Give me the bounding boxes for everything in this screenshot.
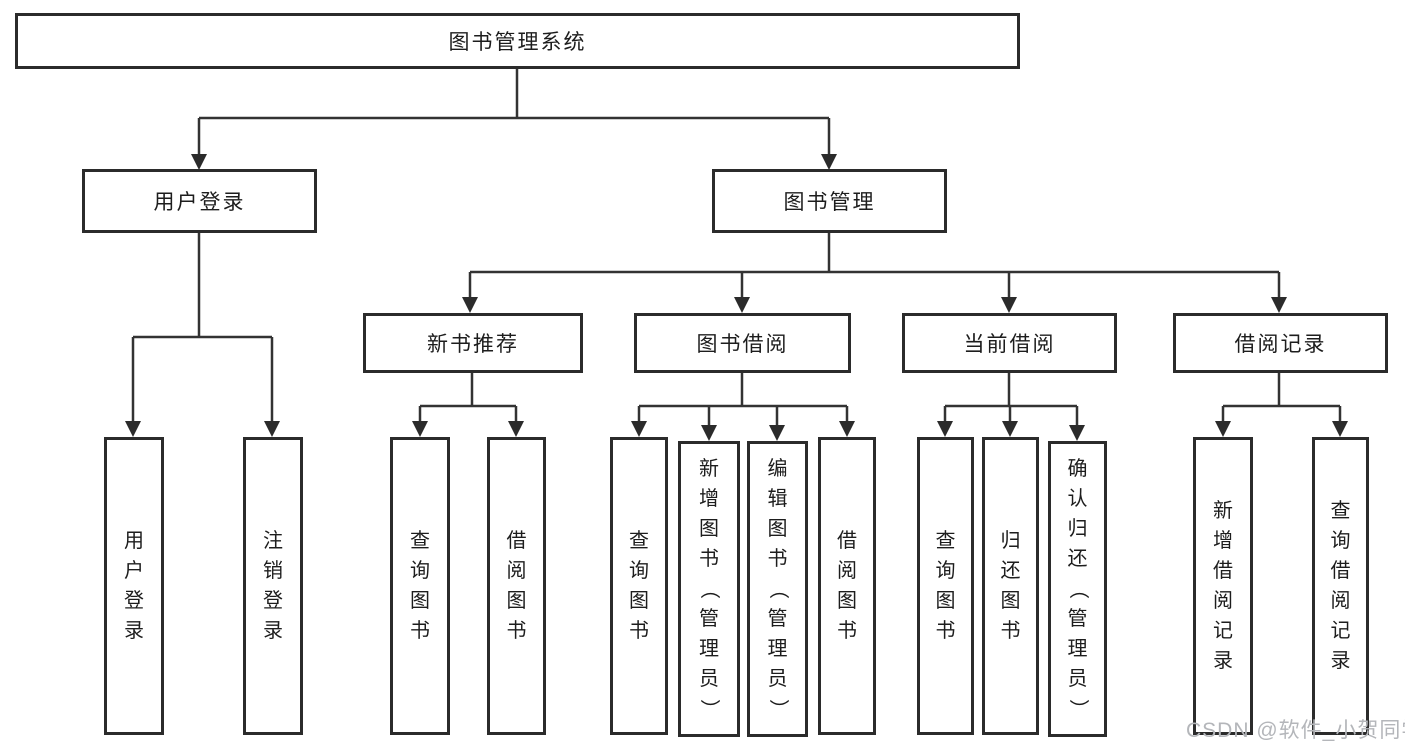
- leaf-logout-label: 注销登录: [263, 530, 283, 642]
- leaf-add-borrow-record: 新增借阅记录: [1193, 437, 1253, 735]
- leaf-user-login-label: 用户登录: [124, 530, 144, 642]
- leaf-return-book: 归还图书: [982, 437, 1039, 735]
- node-book-borrow-label: 图书借阅: [696, 333, 789, 356]
- leaf-confirm-return-admin-label: 确认归还（管理员）: [1066, 458, 1089, 719]
- leaf-edit-book-admin: 编辑图书（管理员）: [747, 441, 808, 737]
- leaf-query-books-recommend-label: 查询图书: [410, 530, 430, 642]
- node-borrow-records-label: 借阅记录: [1234, 333, 1327, 356]
- leaf-edit-book-admin-label: 编辑图书（管理员）: [766, 458, 789, 719]
- leaf-query-books-borrow: 查询图书: [610, 437, 668, 735]
- leaf-return-book-label: 归还图书: [1000, 530, 1021, 642]
- node-book-management-label: 图书管理: [783, 191, 876, 214]
- leaf-query-books-current: 查询图书: [917, 437, 974, 735]
- node-user-login-label: 用户登录: [153, 191, 246, 214]
- csdn-watermark: CSDN @软件_小贺同学: [1186, 719, 1405, 742]
- node-root-label: 图书管理系统: [448, 31, 587, 54]
- leaf-borrow-books-recommend: 借阅图书: [487, 437, 546, 735]
- leaf-confirm-return-admin: 确认归还（管理员）: [1048, 441, 1107, 737]
- node-current-borrow: 当前借阅: [902, 313, 1117, 373]
- leaf-user-login: 用户登录: [104, 437, 164, 735]
- node-root: 图书管理系统: [15, 13, 1020, 69]
- leaf-query-books-recommend: 查询图书: [390, 437, 450, 735]
- node-book-management: 图书管理: [712, 169, 947, 233]
- node-user-login: 用户登录: [82, 169, 317, 233]
- leaf-borrow-books-label: 借阅图书: [837, 530, 857, 642]
- node-new-book-recommend: 新书推荐: [363, 313, 583, 373]
- leaf-add-book-admin-label: 新增图书（管理员）: [698, 458, 720, 719]
- leaf-borrow-books: 借阅图书: [818, 437, 876, 735]
- leaf-query-borrow-record-label: 查询借阅记录: [1330, 500, 1351, 672]
- leaf-add-book-admin: 新增图书（管理员）: [678, 441, 740, 737]
- node-new-book-recommend-label: 新书推荐: [427, 333, 519, 356]
- node-book-borrow: 图书借阅: [634, 313, 851, 373]
- node-current-borrow-label: 当前借阅: [963, 333, 1056, 356]
- leaf-borrow-books-recommend-label: 借阅图书: [506, 530, 527, 642]
- leaf-query-borrow-record: 查询借阅记录: [1312, 437, 1369, 735]
- leaf-add-borrow-record-label: 新增借阅记录: [1213, 500, 1233, 672]
- leaf-query-books-borrow-label: 查询图书: [629, 530, 649, 642]
- leaf-logout: 注销登录: [243, 437, 303, 735]
- node-borrow-records: 借阅记录: [1173, 313, 1388, 373]
- leaf-query-books-current-label: 查询图书: [935, 530, 956, 642]
